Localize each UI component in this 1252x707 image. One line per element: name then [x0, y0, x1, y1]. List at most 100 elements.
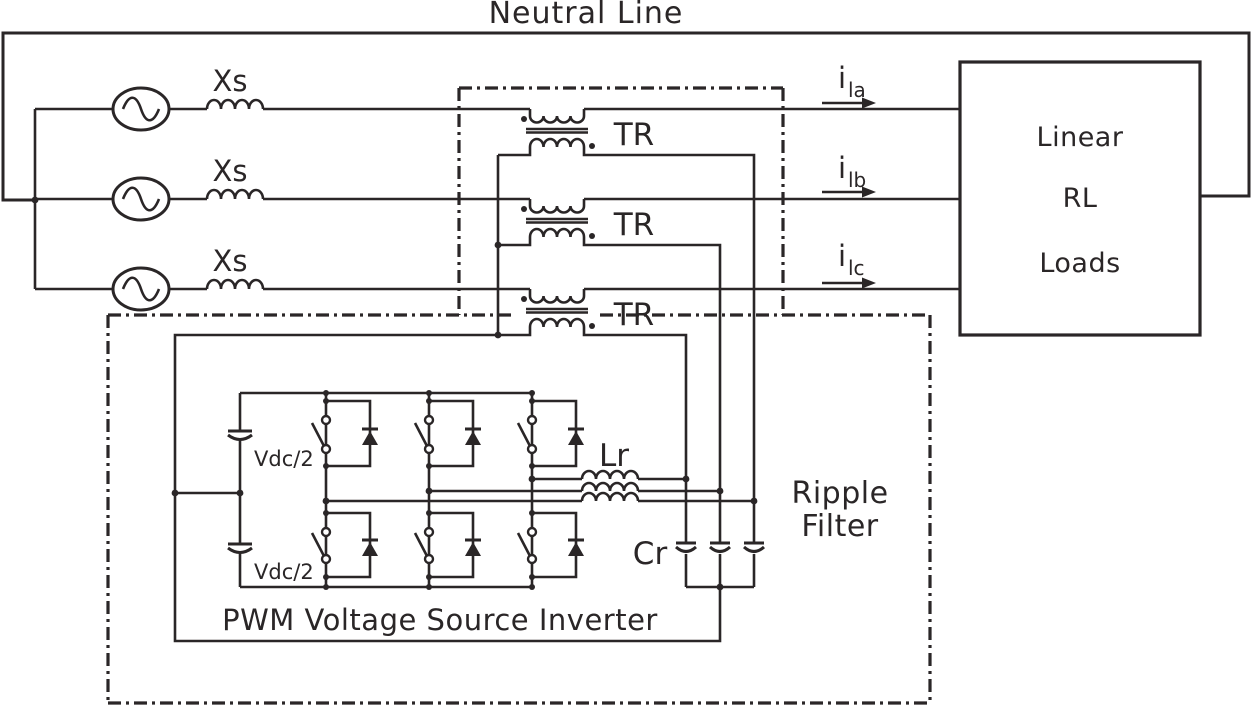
- junction-dot: [494, 241, 502, 249]
- core-lines: [526, 127, 588, 134]
- lr-inductor-2: [580, 481, 640, 492]
- lr-label: Lr: [599, 438, 629, 474]
- lower-diode-branch: [532, 511, 578, 579]
- core-lines: [526, 217, 588, 224]
- current-arrowhead: [862, 277, 876, 289]
- dashed-boundaries: [106, 86, 932, 705]
- secondary-left-lead: [498, 147, 532, 157]
- secondary-right-lead: [582, 147, 756, 501]
- xs-label-b: Xs: [213, 154, 248, 188]
- sine-glyph: [121, 186, 161, 212]
- switch-contact: [320, 553, 332, 565]
- switch-contact: [526, 414, 538, 426]
- current-label-ilb: i: [838, 151, 846, 185]
- switch-contact: [423, 526, 435, 538]
- phase-b-source-branch: [35, 176, 960, 222]
- switch-contact: [526, 553, 538, 565]
- polarity-dot: [521, 116, 527, 122]
- xs-label-a: Xs: [213, 64, 248, 98]
- polarity-dot: [521, 296, 527, 302]
- switch-contact: [320, 443, 332, 455]
- neutral-return-wire: [173, 333, 722, 643]
- switch-blade: [310, 532, 327, 559]
- diode-icon: [568, 431, 584, 445]
- vdc-label-bottom: Vdc/2: [254, 560, 314, 584]
- dc-capacitor-bottom-curve: [227, 546, 253, 554]
- ac-source-icon: [111, 86, 171, 132]
- diode-icon: [465, 431, 481, 445]
- current-subscript-ila: la: [848, 78, 866, 102]
- inverter-leg-3: [516, 390, 584, 590]
- load-current-b: i lb: [822, 151, 876, 198]
- diode-icon: [568, 542, 584, 556]
- source-inductor-xs-c: [205, 278, 265, 290]
- secondary-right-lead: [582, 237, 722, 491]
- secondary-left-lead: [498, 237, 532, 247]
- polarity-dot: [589, 323, 595, 329]
- tr-label-2: TR: [613, 207, 654, 243]
- ripple-filter-capacitors: [674, 479, 766, 591]
- secondary-winding: [528, 137, 586, 148]
- upper-diode-branch: [532, 399, 578, 468]
- load-current-a: i la: [822, 61, 876, 109]
- cr-label: Cr: [633, 536, 668, 572]
- switch-contact: [526, 443, 538, 455]
- lr-inductor-3: [580, 491, 640, 502]
- phase-c-source-branch: [35, 266, 960, 312]
- diode-icon: [362, 431, 378, 445]
- current-subscript-ilc: lc: [848, 256, 865, 280]
- sine-glyph: [121, 96, 161, 122]
- inverter-leg-1: [310, 390, 378, 590]
- upper-diode-branch: [429, 399, 475, 468]
- inverter-caption: PWM Voltage Source Inverter: [222, 603, 658, 637]
- ripple-filter-caption-line1: Ripple: [791, 476, 888, 511]
- load-label-linear: Linear: [1037, 122, 1124, 153]
- load-label-rl: RL: [1063, 183, 1098, 214]
- source-inductor-xs-a: [205, 98, 265, 110]
- ac-source-icon: [111, 176, 171, 222]
- junction-dot: [171, 489, 179, 497]
- switch-contact: [423, 553, 435, 565]
- source-inductor-xs-b: [205, 188, 265, 200]
- secondary-neutral-loop: [173, 155, 722, 643]
- current-arrowhead: [862, 97, 876, 109]
- vdc-label-top: Vdc/2: [254, 447, 314, 471]
- secondary-winding: [528, 317, 586, 328]
- xs-label-c: Xs: [213, 244, 248, 278]
- diode-icon: [465, 542, 481, 556]
- neutral-line-title: Neutral Line: [489, 0, 684, 31]
- cr-capacitor-curve: [674, 545, 698, 553]
- switch-blade: [516, 532, 533, 559]
- dc-link: [171, 391, 532, 589]
- switch-contact: [320, 414, 332, 426]
- polarity-dot: [589, 233, 595, 239]
- secondary-right-lead: [582, 327, 688, 479]
- polarity-dot: [521, 206, 527, 212]
- switch-blade: [413, 422, 430, 449]
- switch-contact: [320, 526, 332, 538]
- switch-contact: [423, 443, 435, 455]
- ripple-filter-inductors: [322, 469, 758, 505]
- current-arrowhead: [862, 186, 876, 198]
- primary-winding: [528, 289, 586, 304]
- current-label-ilc: i: [838, 239, 846, 273]
- ac-source-icon: [111, 266, 171, 312]
- switch-contact: [423, 414, 435, 426]
- secondary-winding: [528, 227, 586, 238]
- load-box: Linear RL Loads: [958, 60, 1202, 337]
- load-box-outline: [958, 60, 1202, 337]
- switch-blade: [413, 532, 430, 559]
- ripple-filter-caption-line2: Filter: [801, 509, 878, 544]
- injection-transformer-3: [498, 289, 688, 479]
- lr-inductor-1: [580, 469, 640, 480]
- lower-diode-branch: [326, 511, 372, 579]
- injection-transformer-1: [498, 109, 756, 501]
- junction-dot: [494, 331, 502, 339]
- current-label-ila: i: [838, 61, 846, 95]
- cr-capacitor-curve: [708, 545, 732, 553]
- diode-icon: [362, 542, 378, 556]
- phase-a-source-branch: [35, 86, 960, 132]
- core-lines: [526, 307, 588, 314]
